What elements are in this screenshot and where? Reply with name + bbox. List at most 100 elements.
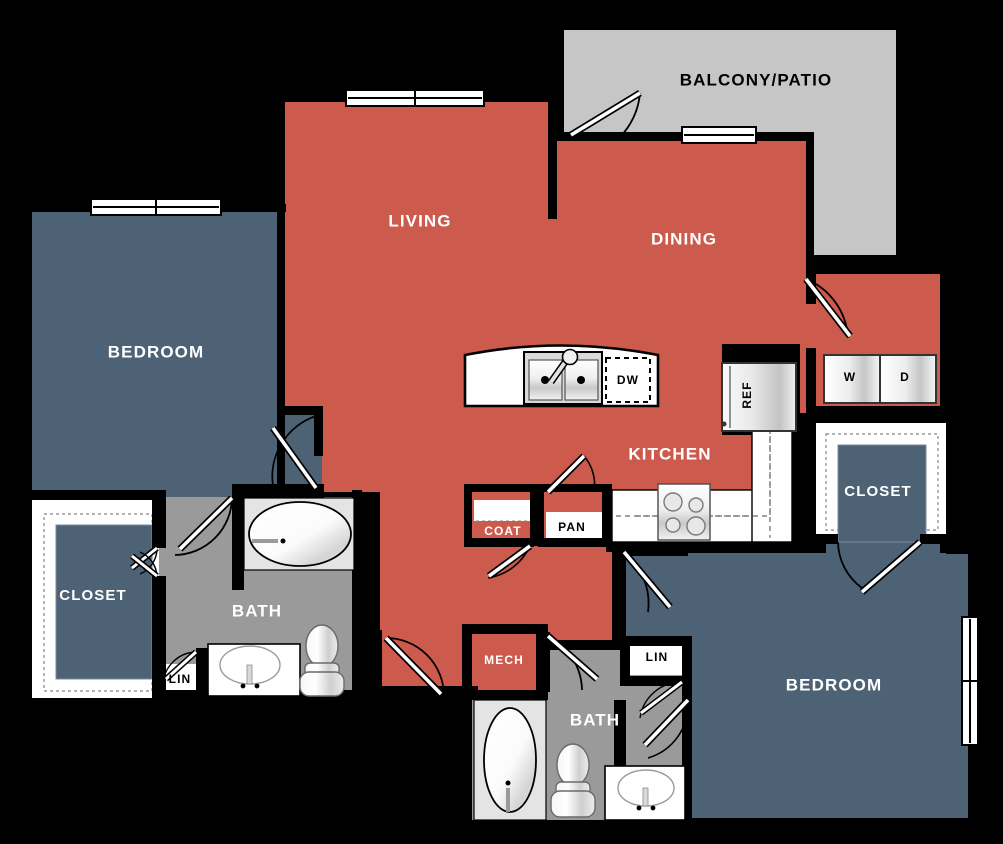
window-bedroom-left (90, 198, 222, 216)
closet-mech (470, 630, 540, 696)
wall-living-left (277, 94, 285, 494)
mech-floor (470, 630, 540, 696)
burner-1b (663, 492, 683, 512)
wall-bedroom-left-side (24, 204, 32, 498)
door-closet-left-b (130, 551, 159, 579)
label-dining: DINING (651, 229, 717, 248)
burner-4b (686, 516, 706, 536)
fridge-body (721, 362, 797, 432)
wall-mech-bottom (462, 690, 548, 700)
bath-left-fixtures (207, 497, 355, 697)
wall-lin-right-bottom (620, 676, 692, 686)
door-coat (486, 543, 533, 579)
door-balcony (569, 90, 642, 140)
room-balcony-patio (561, 29, 899, 258)
wall-wd-top (806, 264, 946, 274)
wall-bedroom-right-top (612, 546, 688, 556)
wall-bedroom-right-bottom (614, 818, 978, 828)
washer-body (823, 354, 881, 404)
tub-left-drain (280, 538, 286, 544)
wall-closet-right-left (806, 414, 816, 542)
wall-kitchen-ref-top (722, 344, 798, 353)
dryer-body (879, 354, 937, 404)
wall-coat-pan-div (530, 484, 544, 546)
vanity-right-tap-r (650, 805, 656, 811)
wall-coat-bottom (464, 538, 534, 547)
door-bath-right (545, 633, 600, 691)
wall-living-bottom-left (372, 630, 382, 694)
toilet-left-bowl (305, 624, 339, 668)
closet-right-interior (837, 444, 927, 543)
wall-closet-right-top (806, 414, 956, 423)
dishwasher (605, 357, 651, 403)
window-living (345, 89, 485, 107)
label-washer: W (844, 370, 856, 384)
window-bedroom-right (961, 616, 979, 746)
label-refrigerator: REF (740, 381, 754, 408)
door-bath-right-inner (642, 697, 691, 759)
wall-closet-left-bottom (24, 698, 166, 707)
doors (130, 90, 923, 759)
wall-closet-left-side (24, 490, 32, 706)
label-bedroom-right: BEDROOM (786, 675, 882, 694)
wall-bath-left-corner (152, 490, 166, 498)
wall-balcony-right (896, 22, 904, 264)
toilet-right-tank (550, 790, 596, 818)
wall-closet-right-bot-r (920, 534, 956, 544)
vanity-left-tap-r (254, 683, 260, 689)
bathtub-left (248, 501, 352, 567)
room-bedroom-left (31, 211, 322, 497)
wall-balcony-top (556, 22, 904, 30)
label-mech: MECH (484, 653, 524, 667)
appliance-labels: DW REF W D (617, 370, 910, 408)
door-bedroom-left (270, 415, 319, 491)
toilet-right-bowl (556, 743, 590, 787)
wall-bedroom-right-left-upper (614, 546, 624, 650)
wall-bath-left-top (232, 484, 324, 498)
wall-lin-left-top (196, 648, 208, 658)
refrigerator (721, 362, 797, 432)
balcony-floor (561, 29, 899, 258)
tub-right-drain (505, 780, 511, 786)
vanity-right-tap-l (636, 805, 642, 811)
door-lin-right (639, 679, 684, 719)
sink-drain-left (541, 376, 549, 384)
label-balcony-patio: BALCONY/PATIO (680, 70, 833, 89)
label-coat: COAT (484, 524, 522, 538)
label-living: LIVING (388, 211, 451, 230)
wall-mech-jamb (540, 632, 550, 692)
lin-right-shell (630, 643, 686, 675)
wall-closet-left-jamb-top (152, 490, 166, 548)
label-closet-right: CLOSET (844, 483, 911, 500)
vanity-left-tap-l (240, 683, 246, 689)
wall-bedroom-left-bottom (24, 490, 166, 499)
label-dryer: D (900, 370, 910, 384)
wall-living-bottom (372, 686, 478, 696)
label-bath-right: BATH (570, 710, 620, 729)
kitchen-island (463, 344, 660, 408)
wall-kitchen-lower-left (606, 490, 616, 552)
wall-wd-right (940, 264, 950, 418)
kitchen-counters (611, 395, 793, 543)
label-pan: PAN (558, 520, 586, 534)
door-wd-closet (803, 276, 853, 339)
wall-bedroom-left-jog (277, 406, 323, 415)
wall-wd-bottom (806, 406, 952, 416)
label-kitchen: KITCHEN (628, 444, 711, 463)
wall-lin-right-left (620, 636, 630, 686)
door-mech (383, 635, 445, 697)
label-closet-left: CLOSET (59, 587, 126, 604)
bedroom-left-floor (31, 211, 322, 497)
wall-wd-left-lower (806, 348, 816, 416)
wall-lin-right-top (620, 636, 692, 646)
label-bedroom-left: BEDROOM (108, 342, 204, 361)
wall-coat-left (464, 484, 472, 546)
burner-2b (688, 497, 704, 513)
faucet-head (561, 348, 579, 366)
door-lin-left (162, 649, 199, 687)
label-lin-left: LIN (169, 672, 192, 686)
wall-pan-bottom (538, 538, 612, 547)
windows (90, 89, 979, 746)
